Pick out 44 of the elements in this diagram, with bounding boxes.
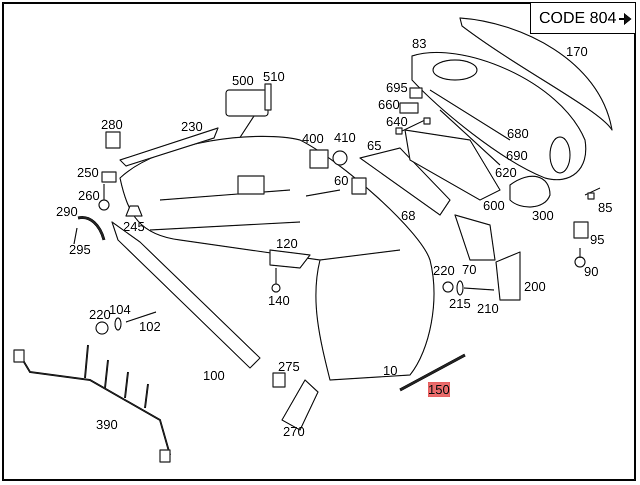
callout-number: 100 (203, 368, 225, 383)
callout-number: 510 (263, 69, 285, 84)
callout-number: 690 (506, 148, 528, 163)
callout-number: 400 (302, 131, 324, 146)
callout-number: 150 (428, 382, 450, 397)
callout-number: 620 (495, 165, 517, 180)
callout-number: 245 (123, 219, 145, 234)
callout-number: 250 (77, 165, 99, 180)
callout-number: 60 (334, 173, 348, 188)
callout-number: 300 (532, 208, 554, 223)
callout-number: 104 (109, 302, 131, 317)
callout-number: 640 (386, 114, 408, 129)
callout-number: 220 (89, 307, 111, 322)
callout-number: 85 (598, 200, 612, 215)
callout-number: 170 (566, 44, 588, 59)
callout-number: 295 (69, 242, 91, 257)
callout-number: 68 (401, 208, 416, 223)
callout-number: 102 (139, 319, 161, 334)
callout-number: 290 (56, 204, 78, 219)
callout-number: 275 (278, 359, 300, 374)
callout-number: 220 (433, 263, 455, 278)
callout-number: 95 (590, 232, 604, 247)
callout-number: 680 (507, 126, 529, 141)
callout-number: 660 (378, 97, 400, 112)
callout-number: 260 (78, 188, 100, 203)
callout-number: 230 (181, 119, 203, 134)
callout-number: 83 (412, 36, 426, 51)
callout-number: 210 (477, 301, 499, 316)
callout-number: 120 (276, 236, 298, 251)
callout-number: 65 (367, 138, 382, 153)
callout-number: 140 (268, 293, 290, 308)
callout-number: 90 (584, 264, 598, 279)
callout-number: 600 (483, 198, 505, 213)
callout-number: 10 (383, 363, 398, 378)
callout-number: 70 (462, 262, 476, 277)
callout-number: 695 (386, 80, 408, 95)
callout-number: 200 (524, 279, 546, 294)
code-text: CODE 804 (539, 10, 616, 28)
callout-number: 270 (283, 424, 305, 439)
callout-number: 390 (96, 417, 118, 432)
callout-number: 215 (449, 296, 471, 311)
callout-number: 280 (101, 117, 123, 132)
callout-number: 500 (232, 73, 254, 88)
callout-number: 410 (334, 130, 356, 145)
